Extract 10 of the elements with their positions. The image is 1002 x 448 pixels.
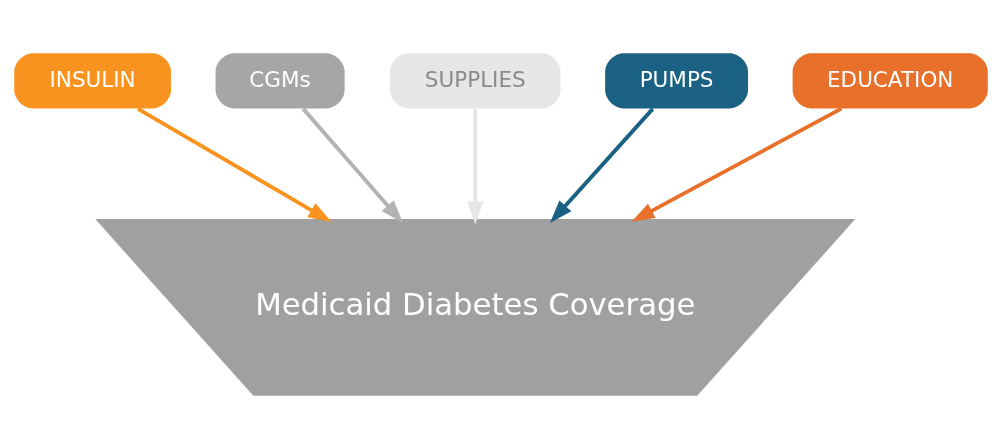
node-box: SUPPLIES <box>389 52 561 108</box>
node-box: INSULIN <box>14 52 171 108</box>
node-box: PUMPS <box>605 52 749 108</box>
arrow <box>467 108 484 224</box>
arrow <box>137 106 332 222</box>
node-box: CGMs <box>215 52 345 108</box>
arrow <box>631 106 843 222</box>
node-box: EDUCATION <box>792 52 988 108</box>
arrow <box>301 107 403 223</box>
arrow <box>549 107 655 223</box>
